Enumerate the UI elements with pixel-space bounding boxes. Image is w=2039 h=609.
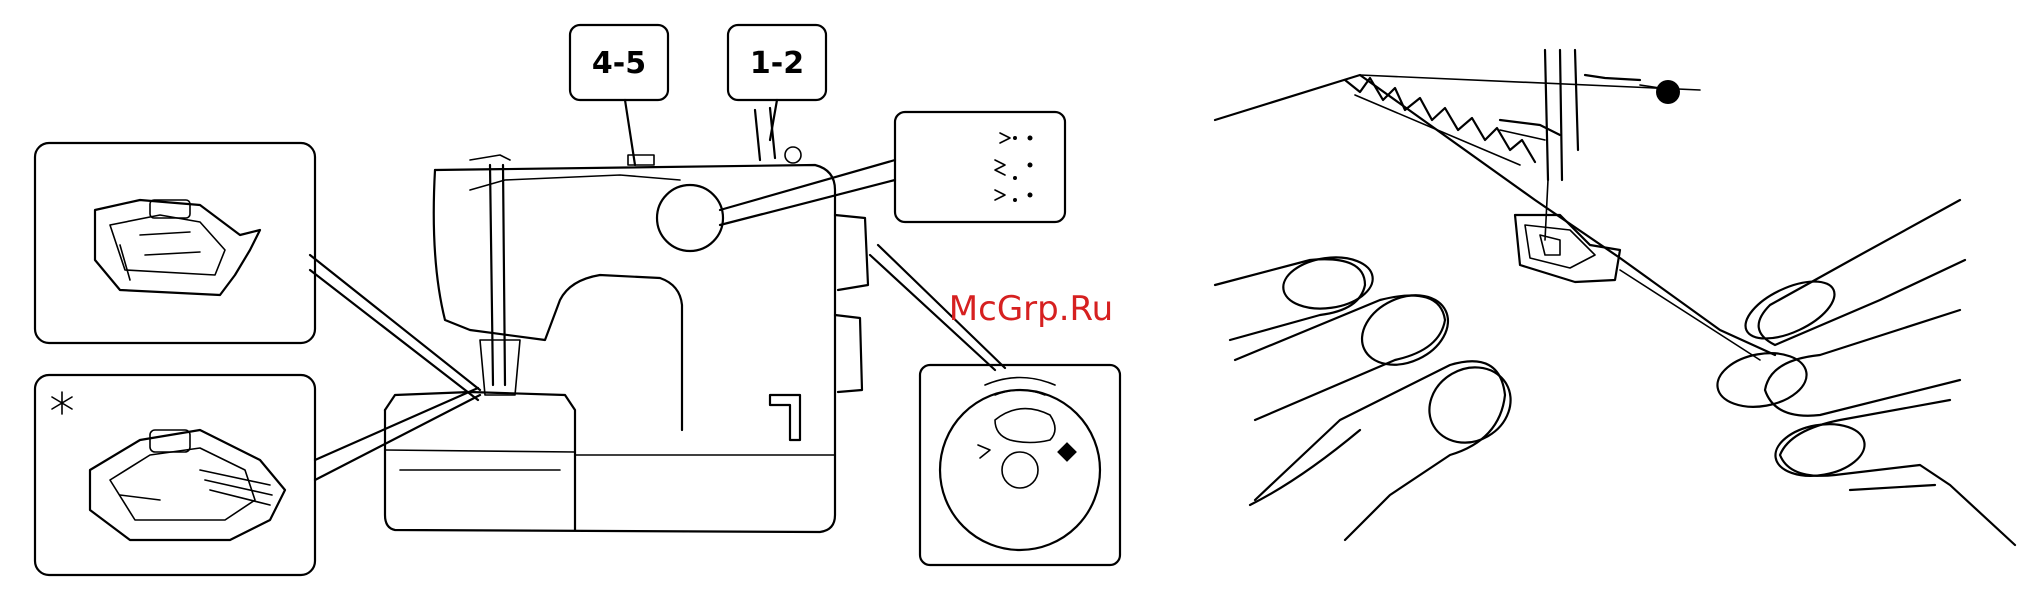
pointer-line-lower-2 (315, 388, 478, 460)
machine-body (385, 108, 868, 532)
speed-setting-label: 4-5 (592, 46, 646, 81)
pointer-line-lower (315, 395, 480, 480)
presser-foot-callout (35, 143, 315, 343)
fabric-top-edge (1360, 75, 1700, 90)
fabric-edge (1215, 75, 1775, 355)
special-foot-callout (35, 375, 315, 575)
right-hand (1713, 200, 2015, 545)
sewing-hands-illustration (1215, 50, 2015, 545)
stitch-length-callout: 1-2 (728, 25, 826, 140)
left-hand (1215, 252, 1524, 540)
thread-tail (1620, 270, 1760, 360)
speed-setting-callout: 4-5 (570, 25, 668, 165)
pointer-line-upper (310, 255, 480, 390)
pointer-line-upper-2 (310, 270, 478, 400)
stitch-length-label: 1-2 (750, 46, 804, 81)
watermark-text: McGrp.Ru (949, 289, 1113, 329)
